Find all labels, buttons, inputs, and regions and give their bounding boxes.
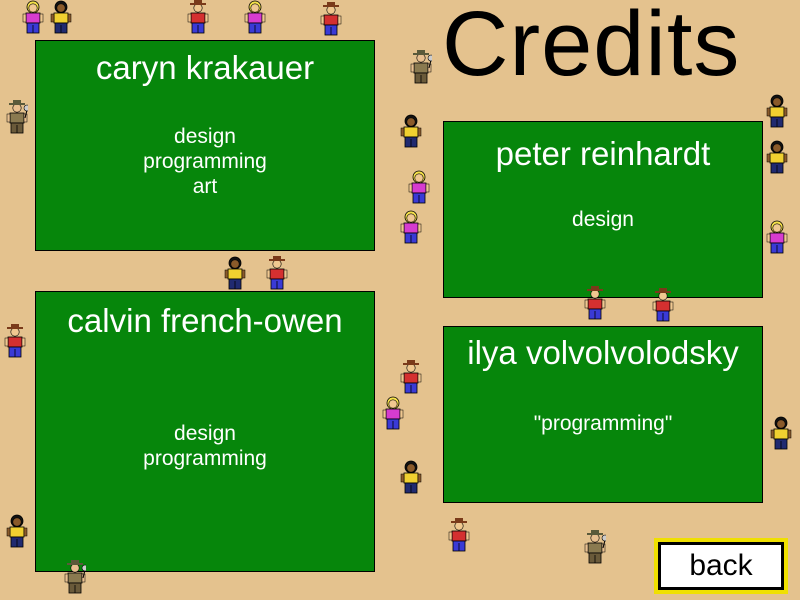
cowboy-sprite (4, 324, 26, 358)
back-button-label: back (661, 545, 781, 587)
dark-hair-person-sprite (766, 94, 788, 128)
credit-roles: design programming art (36, 124, 374, 199)
credit-name: calvin french-owen (67, 302, 343, 339)
credit-role: programming (143, 150, 267, 173)
page-title: Credits (442, 0, 741, 95)
explorer-with-net-sprite (6, 100, 31, 134)
cowboy-sprite (652, 288, 674, 322)
explorer-with-net-sprite (64, 560, 89, 594)
credit-role: design (174, 422, 236, 445)
dark-hair-person-sprite (50, 0, 72, 34)
dark-hair-person-sprite (770, 416, 792, 450)
cowboy-sprite (320, 2, 342, 36)
dark-hair-person-sprite (6, 514, 28, 548)
credit-role: art (192, 175, 218, 198)
cowboy-sprite (584, 286, 606, 320)
credit-card-caryn: caryn krakauer design programming art (35, 40, 375, 251)
explorer-with-net-sprite (410, 50, 435, 84)
blonde-person-sprite (22, 0, 44, 34)
dark-hair-person-sprite (400, 460, 422, 494)
credit-role: "programming" (533, 412, 673, 435)
blonde-person-sprite (408, 170, 430, 204)
credit-roles: design (444, 207, 762, 232)
credit-roles: design programming (36, 421, 374, 471)
dark-hair-person-sprite (400, 114, 422, 148)
cowboy-sprite (187, 0, 209, 34)
credit-role: design (572, 208, 634, 231)
credit-roles: "programming" (444, 411, 762, 436)
cowboy-sprite (266, 256, 288, 290)
blonde-person-sprite (244, 0, 266, 34)
blonde-person-sprite (766, 220, 788, 254)
cowboy-sprite (448, 518, 470, 552)
credit-role: programming (143, 447, 267, 470)
dark-hair-person-sprite (766, 140, 788, 174)
credit-name: ilya volvolvolodsky (467, 334, 739, 371)
explorer-with-net-sprite (584, 530, 609, 564)
credit-role: design (174, 125, 236, 148)
credit-card-ilya: ilya volvolvolodsky "programming" (443, 326, 763, 503)
credit-card-calvin: calvin french-owen design programming (35, 291, 375, 572)
credit-card-peter: peter reinhardt design (443, 121, 763, 298)
cowboy-sprite (400, 360, 422, 394)
back-button[interactable]: back (654, 538, 788, 594)
blonde-person-sprite (382, 396, 404, 430)
blonde-person-sprite (400, 210, 422, 244)
credit-name: caryn krakauer (95, 49, 315, 86)
dark-hair-person-sprite (224, 256, 246, 290)
credit-name: peter reinhardt (495, 135, 711, 172)
